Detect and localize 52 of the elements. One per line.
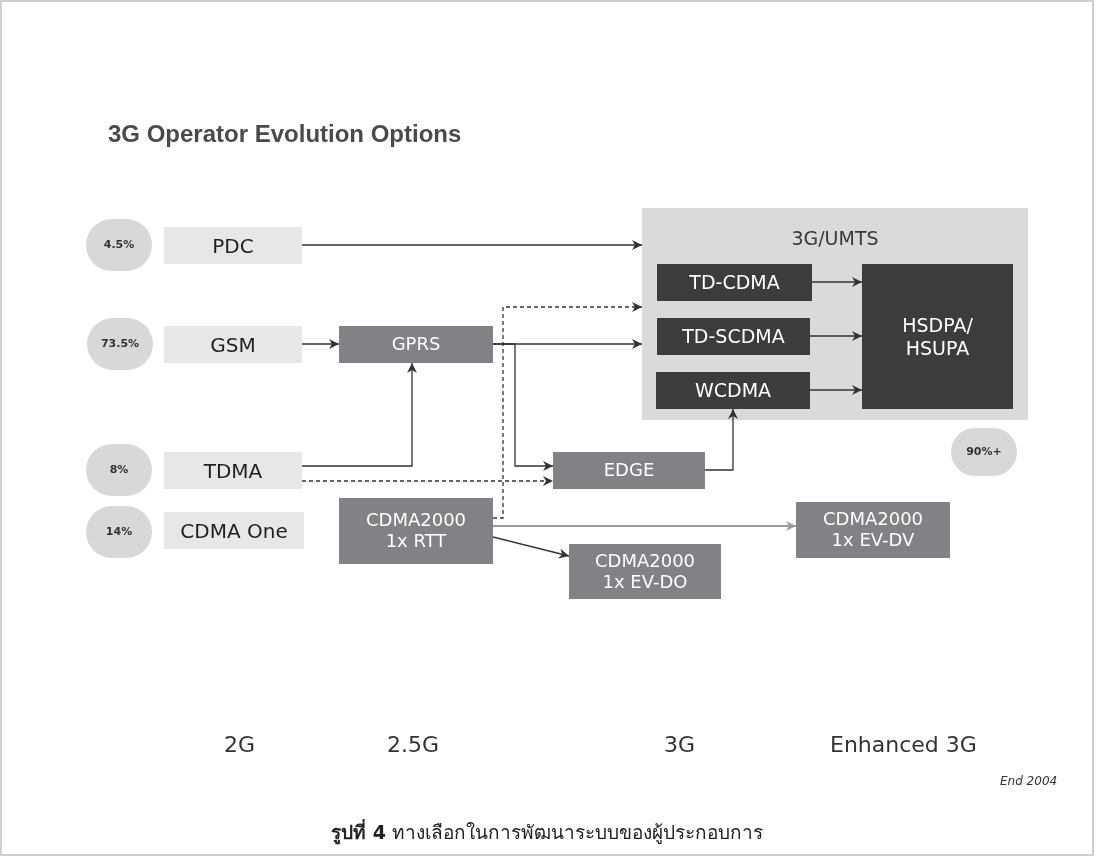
figure-caption: รูปที่ 4 ทางเลือกในการพัฒนาระบบของผู้ประกอบการ bbox=[330, 818, 764, 847]
node-label: CDMA2000 1x EV-DV bbox=[821, 509, 925, 551]
arrow bbox=[301, 339, 340, 349]
node-label: 8% bbox=[109, 461, 129, 478]
group-title: 3G/UMTS bbox=[791, 226, 879, 251]
node-label: CDMA One bbox=[180, 517, 288, 545]
node-label: TD-SCDMA bbox=[682, 325, 785, 348]
process-box bbox=[657, 264, 812, 301]
node-label: TDMA bbox=[203, 457, 263, 485]
node-label: 14% bbox=[105, 523, 133, 540]
node-label: CDMA2000 1x EV-DO bbox=[593, 550, 697, 593]
arrow bbox=[492, 521, 797, 531]
node-label: CDMA2000 1x RTT bbox=[364, 510, 468, 552]
node-label: EDGE bbox=[603, 460, 655, 481]
generation-label: Enhanced 3G bbox=[830, 731, 977, 759]
process-box bbox=[569, 544, 721, 599]
arrow bbox=[301, 240, 643, 250]
system-box bbox=[164, 452, 302, 489]
process-box bbox=[796, 502, 950, 558]
arrow bbox=[809, 385, 863, 395]
generation-label: 2G bbox=[224, 731, 256, 759]
process-box bbox=[339, 326, 493, 363]
generation-label: 3G bbox=[664, 731, 696, 759]
process-box bbox=[339, 498, 493, 564]
node-label: TD-CDMA bbox=[689, 271, 780, 294]
node-label: 90%+ bbox=[966, 443, 1002, 460]
system-box bbox=[164, 227, 302, 264]
arrow bbox=[811, 277, 863, 287]
node-label: WCDMA bbox=[694, 379, 772, 402]
process-box bbox=[862, 264, 1013, 409]
node-label: 73.5% bbox=[100, 335, 140, 352]
date-note: End 2004 bbox=[1000, 773, 1058, 790]
process-box bbox=[657, 318, 810, 355]
arrow bbox=[492, 343, 554, 471]
arrow bbox=[492, 302, 643, 519]
node-label: HSDPA/ HSUPA bbox=[901, 313, 974, 360]
process-box bbox=[656, 372, 810, 409]
arrow bbox=[301, 362, 417, 467]
arrow bbox=[301, 476, 554, 486]
arrow bbox=[704, 408, 738, 471]
system-box bbox=[164, 512, 304, 549]
group-panel bbox=[642, 208, 1028, 420]
arrow bbox=[492, 536, 570, 559]
diagram-title: 3G Operator Evolution Options bbox=[108, 119, 462, 149]
node-label: PDC bbox=[212, 232, 254, 260]
node-label: GSM bbox=[210, 331, 256, 359]
arrow bbox=[809, 331, 863, 341]
process-box bbox=[553, 452, 705, 489]
node-label: GPRS bbox=[391, 334, 441, 355]
node-label: 4.5% bbox=[103, 236, 135, 253]
system-box bbox=[164, 326, 302, 363]
generation-label: 2.5G bbox=[387, 731, 440, 759]
